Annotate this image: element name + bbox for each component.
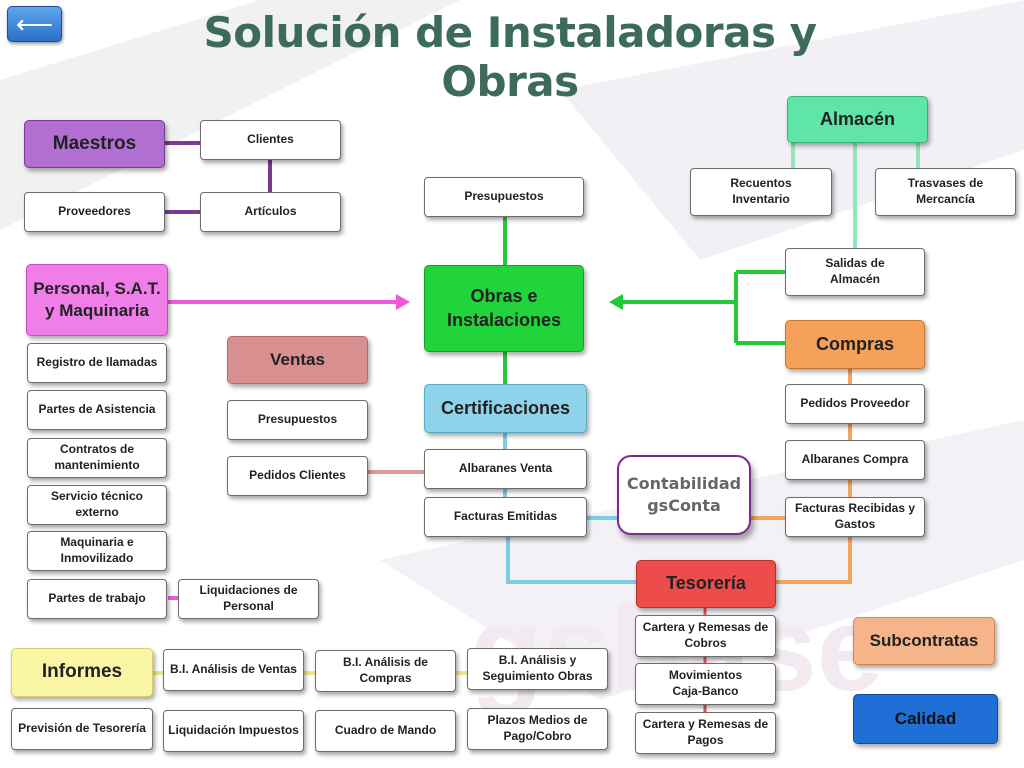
partes-asistencia-box[interactable]: Partes de Asistencia	[27, 390, 167, 430]
liquidacion-impuestos-box[interactable]: Liquidación Impuestos	[163, 710, 304, 752]
ventas-presupuestos-box[interactable]: Presupuestos	[227, 400, 368, 440]
subcontratas-box[interactable]: Subcontratas	[853, 617, 995, 665]
contratos-mantenimiento-box[interactable]: Contratos de mantenimiento	[27, 438, 167, 478]
partes-trabajo-box[interactable]: Partes de trabajo	[27, 579, 167, 619]
trasvases-mercancia-box[interactable]: Trasvases de Mercancía	[875, 168, 1016, 216]
facturas-emitidas-box[interactable]: Facturas Emitidas	[424, 497, 587, 537]
maestros-box[interactable]: Maestros	[24, 120, 165, 168]
salidas-almacen-box[interactable]: Salidas de Almacén	[785, 248, 925, 296]
proveedores-box[interactable]: Proveedores	[24, 192, 165, 232]
pedidos-clientes-box[interactable]: Pedidos Clientes	[227, 456, 368, 496]
contabilidad-line1: Contabilidad	[626, 473, 742, 493]
obras-presupuestos-box[interactable]: Presupuestos	[424, 177, 584, 217]
calidad-box[interactable]: Calidad	[853, 694, 998, 744]
tesoreria-box[interactable]: Tesorería	[636, 560, 776, 608]
cartera-pagos-box[interactable]: Cartera y Remesas de Pagos	[635, 712, 776, 754]
liquidaciones-personal-box[interactable]: Liquidaciones de Personal	[178, 579, 319, 619]
obras-instalaciones-box[interactable]: Obras e Instalaciones	[424, 265, 584, 352]
clientes-box[interactable]: Clientes	[200, 120, 341, 160]
albaranes-compra-box[interactable]: Albaranes Compra	[785, 440, 925, 480]
servicio-tecnico-box[interactable]: Servicio técnico externo	[27, 485, 167, 525]
facturas-recibidas-box[interactable]: Facturas Recibidas y Gastos	[785, 497, 925, 537]
prevision-tesoreria-box[interactable]: Previsión de Tesorería	[11, 708, 153, 750]
personal-box[interactable]: Personal, S.A.T. y Maquinaria	[26, 264, 168, 336]
contabilidad-gsconta-box[interactable]: Contabilidad gsConta	[617, 455, 751, 535]
registro-llamadas-box[interactable]: Registro de llamadas	[27, 343, 167, 383]
ventas-box[interactable]: Ventas	[227, 336, 368, 384]
bi-seguimiento-obras-box[interactable]: B.I. Análisis y Seguimiento Obras	[467, 648, 608, 690]
cuadro-mando-box[interactable]: Cuadro de Mando	[315, 710, 456, 752]
contabilidad-line2: gsConta	[647, 496, 721, 515]
certificaciones-box[interactable]: Certificaciones	[424, 384, 587, 433]
bi-compras-box[interactable]: B.I. Análisis de Compras	[315, 650, 456, 692]
cartera-cobros-box[interactable]: Cartera y Remesas de Cobros	[635, 615, 776, 657]
articulos-box[interactable]: Artículos	[200, 192, 341, 232]
pedidos-proveedor-box[interactable]: Pedidos Proveedor	[785, 384, 925, 424]
compras-box[interactable]: Compras	[785, 320, 925, 369]
plazos-medios-box[interactable]: Plazos Medios de Pago/Cobro	[467, 708, 608, 750]
recuentos-inventario-box[interactable]: Recuentos Inventario	[690, 168, 832, 216]
almacen-box[interactable]: Almacén	[787, 96, 928, 143]
maquinaria-box[interactable]: Maquinaria e Inmovilizado	[27, 531, 167, 571]
informes-box[interactable]: Informes	[11, 648, 153, 697]
bi-ventas-box[interactable]: B.I. Análisis de Ventas	[163, 649, 304, 691]
movimientos-caja-banco-box[interactable]: Movimientos Caja-Banco	[635, 663, 776, 705]
back-arrow-icon[interactable]: ⟵	[7, 6, 62, 42]
albaranes-venta-box[interactable]: Albaranes Venta	[424, 449, 587, 489]
page-title: Solución de Instaladoras y Obras	[203, 8, 817, 106]
